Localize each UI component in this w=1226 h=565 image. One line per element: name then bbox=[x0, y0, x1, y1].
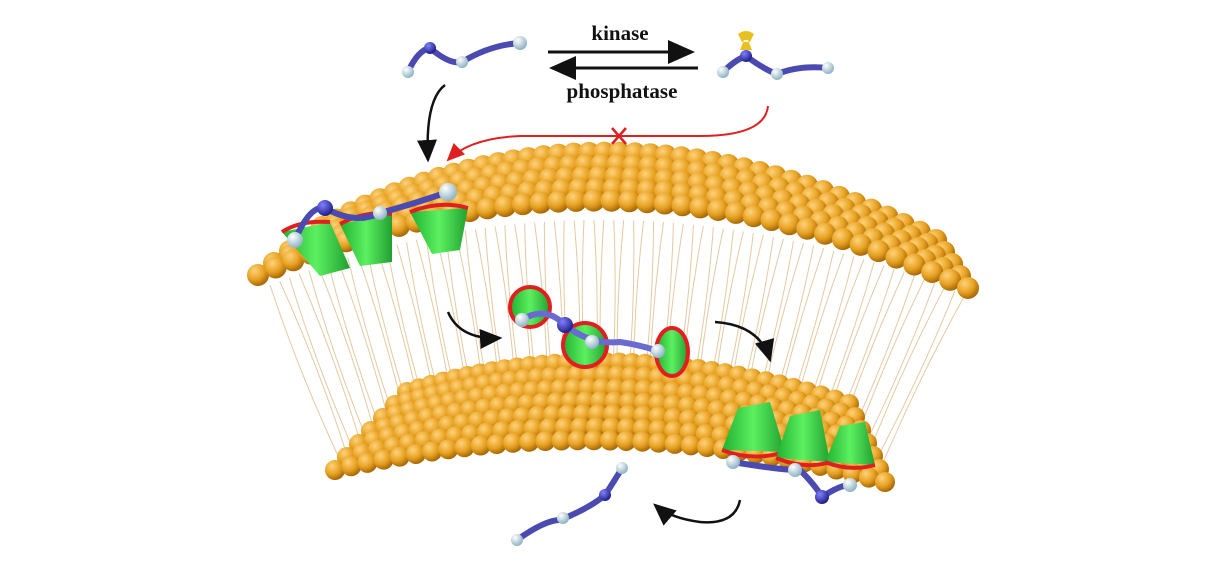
lipid-head bbox=[535, 431, 556, 452]
residue-bead bbox=[788, 463, 802, 477]
lipid-head bbox=[583, 430, 604, 451]
lipid-head bbox=[454, 437, 475, 458]
lipid-head bbox=[875, 472, 895, 492]
lipid-head bbox=[697, 437, 718, 458]
lipid-head bbox=[247, 264, 269, 286]
residue-bead bbox=[373, 206, 387, 220]
lipid-head bbox=[867, 240, 890, 263]
lipid-tail bbox=[318, 266, 380, 447]
lipid-head bbox=[567, 430, 588, 451]
carrier-group-transit bbox=[508, 285, 690, 378]
lipid-head bbox=[707, 198, 730, 221]
lipid-head bbox=[680, 435, 701, 456]
lipid-head bbox=[476, 197, 499, 220]
residue-bead bbox=[651, 344, 665, 358]
residue-bead bbox=[726, 455, 740, 469]
lipid-head bbox=[648, 432, 669, 453]
lipid-head bbox=[502, 432, 523, 453]
lipid-tail bbox=[288, 277, 356, 455]
carrier-cone bbox=[824, 422, 876, 470]
lipid-head bbox=[653, 192, 676, 215]
residue-bead-charged bbox=[815, 490, 829, 504]
lipid-head bbox=[438, 439, 459, 460]
residue-bead bbox=[843, 478, 857, 492]
lipid-head bbox=[921, 261, 944, 284]
lipid-head bbox=[618, 190, 641, 213]
lipid-head bbox=[519, 431, 540, 452]
lipid-head bbox=[742, 205, 765, 228]
lipid-head bbox=[632, 431, 653, 452]
lipid-head bbox=[957, 277, 979, 299]
carrier-group-lower bbox=[721, 402, 876, 504]
lipid-head bbox=[389, 446, 410, 467]
blocked-binding-arrow bbox=[446, 105, 769, 162]
lipid-head bbox=[341, 456, 362, 477]
lipid-head bbox=[325, 460, 345, 480]
lipid-head bbox=[494, 195, 517, 218]
binding-arrow bbox=[417, 84, 446, 163]
lipid-head bbox=[796, 217, 819, 240]
blocked-x-icon bbox=[611, 127, 627, 145]
lipid-head bbox=[547, 190, 570, 213]
lipid-head bbox=[636, 191, 659, 214]
residue-bead-charged bbox=[317, 200, 333, 216]
lipid-head bbox=[582, 189, 605, 212]
lipid-head bbox=[388, 214, 411, 237]
lipid-head bbox=[814, 222, 837, 245]
residue-bead bbox=[287, 232, 303, 248]
lipid-head bbox=[671, 194, 694, 217]
lipid-head bbox=[778, 213, 801, 236]
lipid-head bbox=[616, 430, 637, 451]
translocation-arrow bbox=[714, 320, 775, 363]
lipid-head bbox=[664, 433, 685, 454]
lipid-head bbox=[903, 253, 926, 276]
lipid-head bbox=[373, 449, 394, 470]
translocation-arrow bbox=[446, 311, 503, 349]
kinase-label: kinase bbox=[591, 21, 648, 45]
lipid-head bbox=[831, 228, 854, 251]
lipid-head bbox=[600, 430, 620, 451]
carrier-cone bbox=[409, 202, 469, 254]
phosphatase-label: phosphatase bbox=[567, 79, 678, 103]
phosphate-group bbox=[738, 31, 754, 50]
lipid-tail bbox=[879, 294, 966, 471]
lipid-head bbox=[760, 209, 783, 232]
lipid-head bbox=[357, 452, 378, 473]
lipid-head bbox=[565, 189, 588, 212]
lipid-head bbox=[511, 193, 534, 216]
lipid-head bbox=[600, 189, 623, 212]
lipid-head bbox=[885, 246, 908, 269]
lipid-head bbox=[486, 434, 507, 455]
lipid-head bbox=[858, 467, 879, 488]
lipid-head bbox=[405, 443, 426, 464]
lipid-head bbox=[939, 268, 962, 291]
lipid-tail bbox=[298, 273, 364, 452]
lipid-tail bbox=[279, 280, 349, 458]
residue-bead-charged bbox=[557, 317, 573, 333]
lipid-head bbox=[470, 435, 491, 456]
residue-bead bbox=[585, 335, 599, 349]
residue-bead bbox=[439, 183, 457, 201]
release-arrow bbox=[653, 499, 742, 526]
lipid-head bbox=[551, 430, 572, 451]
lipid-head bbox=[529, 191, 552, 214]
peptide-free bbox=[402, 36, 527, 78]
lipid-head bbox=[264, 256, 287, 279]
peptide-released bbox=[511, 462, 628, 546]
carrier-group-upper bbox=[280, 183, 469, 276]
lipid-tail bbox=[308, 270, 372, 450]
peptide-backbone bbox=[732, 459, 851, 502]
lipid-head bbox=[282, 249, 305, 272]
residue-bead bbox=[515, 313, 529, 327]
lipid-head bbox=[724, 201, 747, 224]
lipid-tail bbox=[871, 290, 956, 468]
lipid-head bbox=[849, 233, 872, 256]
lipid-head bbox=[689, 196, 712, 219]
peptide-phosphorylated bbox=[717, 31, 834, 80]
lipid-tail bbox=[269, 284, 341, 461]
lipid-head bbox=[422, 441, 443, 462]
peptide-backbone bbox=[292, 189, 449, 242]
